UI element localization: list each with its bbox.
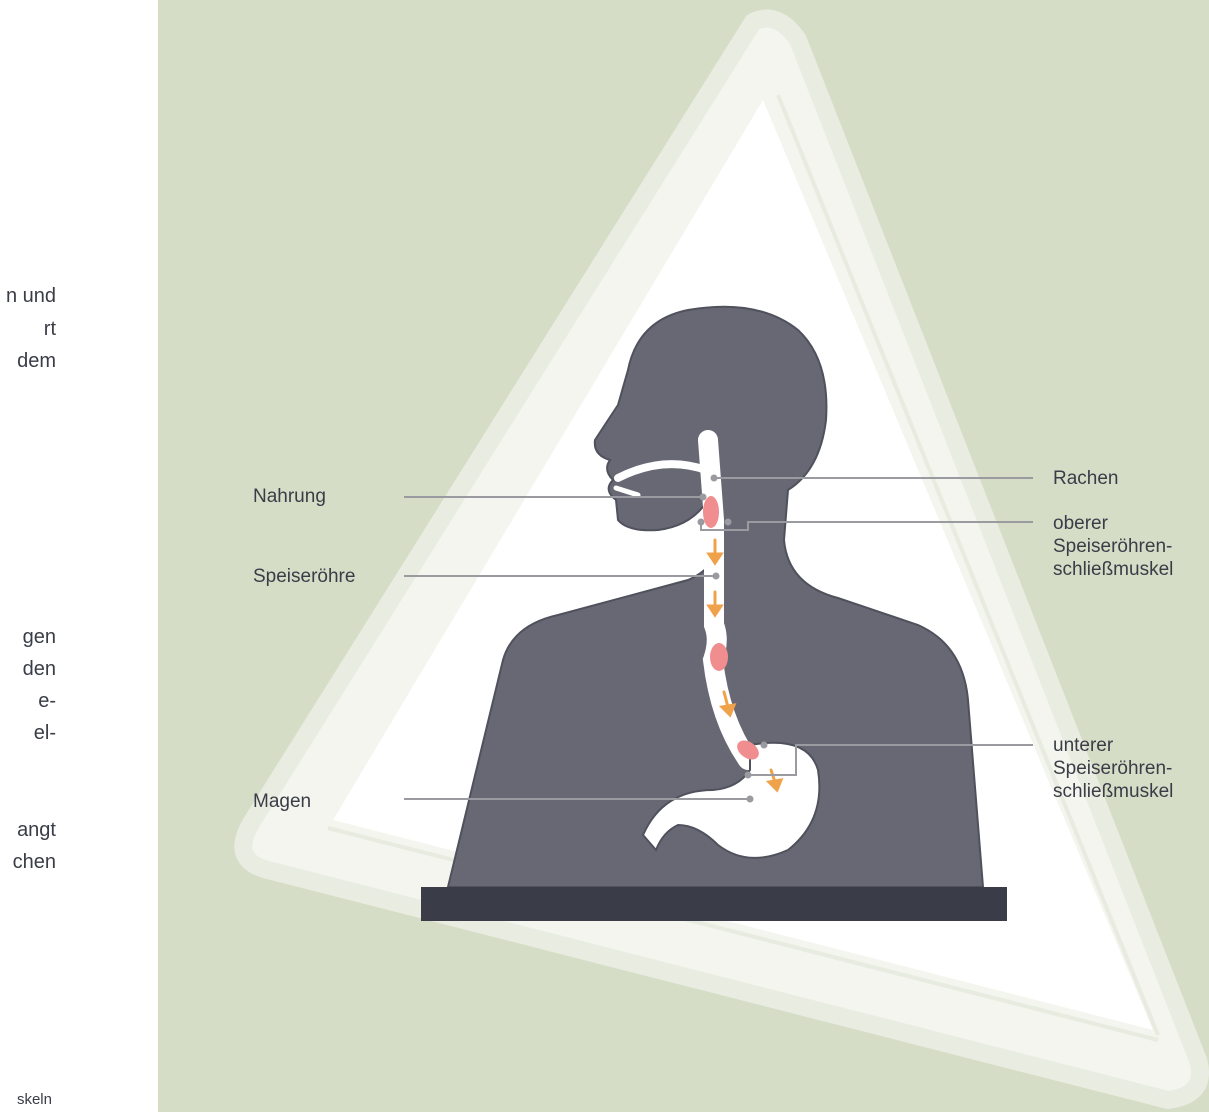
label-oberer-line3: schließmuskel	[1053, 558, 1173, 581]
label-nahrung: Nahrung	[253, 485, 326, 508]
anchor-dot	[745, 772, 752, 779]
left-text-fragment: skeln	[17, 1089, 52, 1111]
left-text-fragment: e-	[38, 690, 56, 712]
diagram-panel: Nahrung Speiseröhre Magen Rachen oberer …	[158, 0, 1209, 1112]
anchor-dot	[725, 519, 732, 526]
left-text-column: n und rt dem gen den e- el- angt chen sk…	[0, 0, 158, 1112]
label-unterer-line1: unterer	[1053, 734, 1113, 757]
anchor-dot	[700, 494, 707, 501]
anchor-dot	[761, 742, 768, 749]
left-text-fragment: el-	[34, 722, 56, 744]
anchor-dot	[747, 796, 754, 803]
left-text-fragment: rt	[44, 318, 56, 340]
label-unterer-line2: Speiseröhren-	[1053, 757, 1172, 780]
label-magen: Magen	[253, 790, 311, 813]
left-text-fragment: angt	[17, 819, 56, 841]
left-text-fragment: chen	[13, 851, 56, 873]
label-oberer-line1: oberer	[1053, 512, 1108, 535]
anchor-dot	[711, 475, 718, 482]
left-text-fragment: gen	[23, 626, 56, 648]
food-bolus	[703, 496, 719, 528]
label-speiseroehre: Speiseröhre	[253, 565, 355, 588]
esophagus-diagram	[158, 0, 1209, 1112]
label-rachen: Rachen	[1053, 467, 1119, 490]
left-text-fragment: den	[23, 658, 56, 680]
label-oberer-line2: Speiseröhren-	[1053, 535, 1172, 558]
anchor-dot	[698, 519, 705, 526]
base-bar	[421, 887, 1007, 921]
label-unterer-line3: schließmuskel	[1053, 780, 1173, 803]
left-text-fragment: dem	[17, 350, 56, 372]
anchor-dot	[713, 573, 720, 580]
food-bolus	[710, 643, 728, 671]
left-text-fragment: n und	[6, 285, 56, 307]
